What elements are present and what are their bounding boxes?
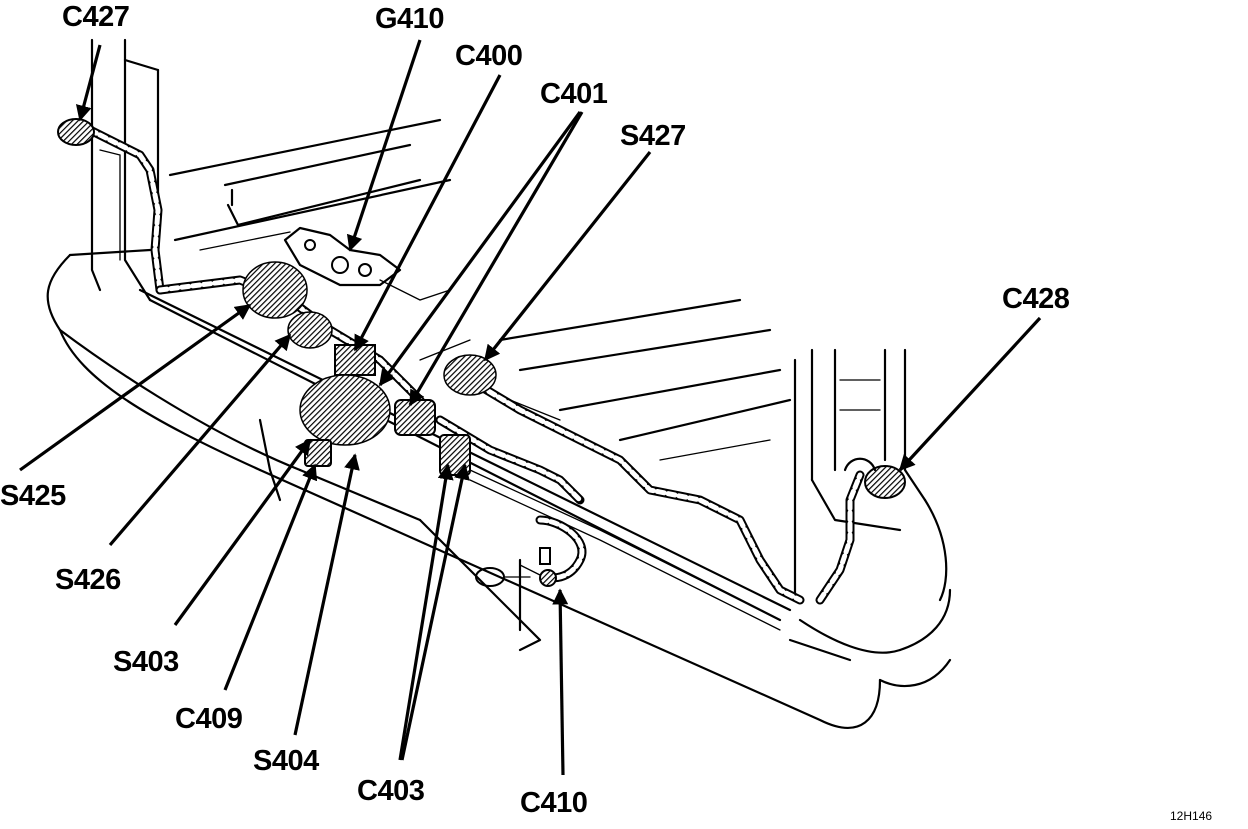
- callout-c401: C401: [540, 78, 608, 110]
- callout-s403: S403: [113, 646, 179, 678]
- leader-lines: [19, 39, 1042, 776]
- callout-s404: S404: [253, 745, 319, 777]
- callout-labels: C427 G410 C400 C401 S427 C428 S425 S426 …: [0, 1, 1212, 823]
- figure-id: 12H146: [1170, 809, 1212, 823]
- callout-c428: C428: [1002, 283, 1070, 315]
- callout-c409: C409: [175, 703, 243, 735]
- callout-s427: S427: [620, 120, 686, 152]
- wiring-harness: [85, 125, 865, 631]
- callout-s425: S425: [0, 480, 66, 512]
- callout-c410: C410: [520, 787, 587, 819]
- callout-g410: G410: [375, 3, 444, 35]
- vehicle-line-art: [46, 38, 952, 729]
- callout-c403: C403: [357, 775, 425, 807]
- callout-s426: S426: [55, 564, 121, 596]
- callout-c427: C427: [62, 1, 129, 33]
- callout-c400: C400: [455, 40, 522, 72]
